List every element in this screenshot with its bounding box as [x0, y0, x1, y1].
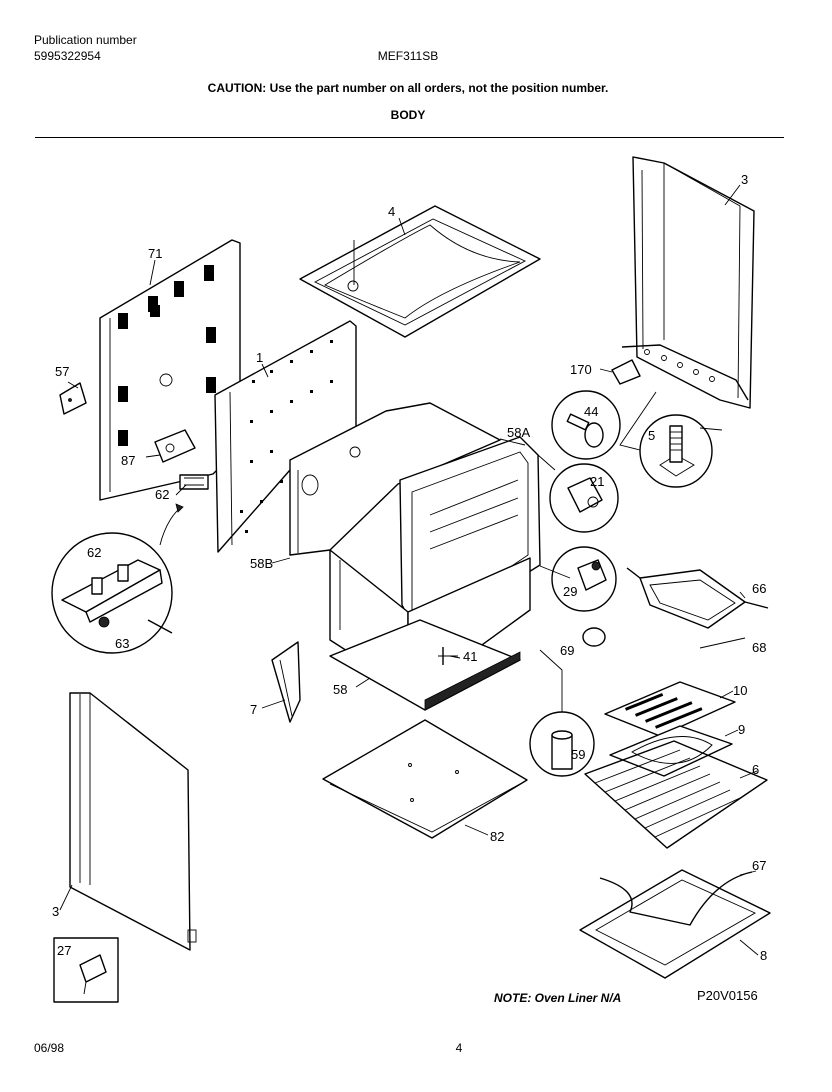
clip-27-box: [53, 937, 119, 1003]
model-number: MEF311SB: [377, 49, 439, 63]
bracket-57: [59, 382, 87, 415]
callout-59: 59: [571, 747, 585, 762]
lower-body-frame: [329, 549, 531, 711]
callout-170: 170: [570, 362, 592, 377]
leader-lines: [59, 184, 759, 956]
callout-63: 63: [115, 636, 129, 651]
header-divider: [35, 137, 784, 138]
revision-date: 06/98: [34, 1041, 65, 1055]
callout-3-top: 3: [741, 172, 748, 187]
leg-inset: [529, 649, 595, 777]
callout-62-body: 62: [155, 487, 169, 502]
screw-170: [599, 359, 641, 385]
callout-21: 21: [590, 474, 604, 489]
caution-note: CAUTION: Use the part number on all orde…: [207, 81, 609, 95]
publication-label: Publication number: [34, 33, 137, 47]
oven-cavity: [289, 402, 541, 641]
callout-3-bottom: 3: [52, 904, 59, 919]
callout-41: 41: [463, 649, 477, 664]
callout-67: 67: [752, 858, 766, 873]
callout-58a: 58A: [507, 425, 530, 440]
callout-29: 29: [563, 584, 577, 599]
callout-87: 87: [121, 453, 135, 468]
broiler-pan: [609, 725, 733, 777]
callout-71: 71: [148, 246, 162, 261]
callout-44: 44: [584, 404, 598, 419]
terminal-block: [179, 474, 209, 490]
oven-rack: [584, 740, 768, 849]
callout-5: 5: [648, 428, 655, 443]
callout-labels: 3 4 71 1 57 87 62 58A 44 170 5 21 58B 62…: [52, 172, 767, 963]
handle-7: [271, 641, 301, 723]
callout-68: 68: [752, 640, 766, 655]
callout-66: 66: [752, 581, 766, 596]
oven-liner-note: NOTE: Oven Liner N/A: [494, 991, 622, 1005]
callout-4: 4: [388, 204, 395, 219]
callout-62-inset: 62: [87, 545, 101, 560]
callout-58: 58: [333, 682, 347, 697]
bottom-panel: [322, 719, 528, 839]
foot-69: [582, 627, 606, 647]
section-title: BODY: [390, 108, 426, 122]
cooktop-cover: [299, 205, 541, 338]
broil-element: [626, 567, 769, 629]
broiler-grid: [604, 681, 736, 737]
knob-inset: [551, 390, 621, 460]
callout-9: 9: [738, 722, 745, 737]
callout-1: 1: [256, 350, 263, 365]
bake-element-tray: [579, 869, 771, 979]
callout-8: 8: [760, 948, 767, 963]
callout-57: 57: [55, 364, 69, 379]
side-panel-left: [69, 692, 197, 951]
publication-number: 5995322954: [34, 49, 101, 63]
screw-41: [438, 647, 458, 665]
callout-7: 7: [250, 702, 257, 717]
callout-27: 27: [57, 943, 71, 958]
callout-6: 6: [752, 762, 759, 777]
callout-10: 10: [733, 683, 747, 698]
page-number: 4: [455, 1041, 463, 1055]
bracket-87: [154, 429, 196, 463]
callout-58b: 58B: [250, 556, 273, 571]
hinge-clip-inset: [551, 546, 617, 612]
callout-69: 69: [560, 643, 574, 658]
callout-82: 82: [490, 829, 504, 844]
clip-inset: [549, 463, 619, 533]
side-panel-right: [621, 156, 755, 409]
leveler-inset: [619, 391, 723, 488]
terminal-detail-inset: [51, 503, 184, 654]
drawing-code: P20V0156: [697, 988, 758, 1003]
